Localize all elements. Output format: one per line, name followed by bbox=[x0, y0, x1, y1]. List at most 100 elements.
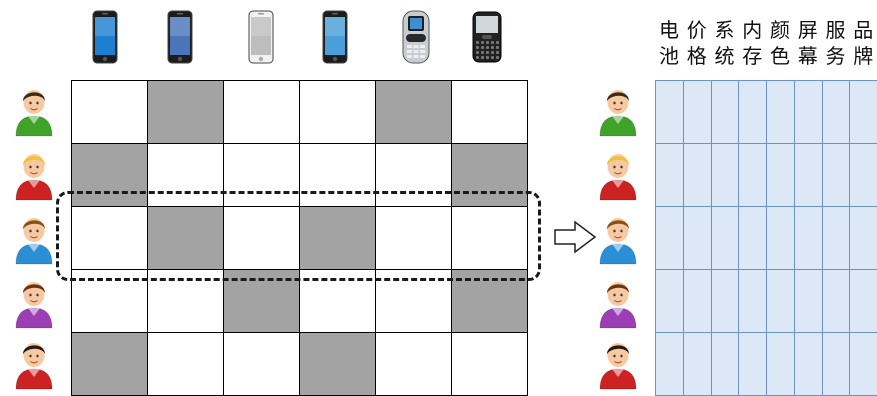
feature-cell bbox=[738, 143, 767, 207]
user-icon bbox=[598, 213, 638, 265]
user-item-matrix bbox=[71, 80, 528, 396]
matrix-cell-empty bbox=[375, 332, 452, 396]
smartphone-icon bbox=[167, 10, 193, 64]
user-icon bbox=[598, 277, 638, 329]
feature-cell bbox=[821, 269, 851, 333]
matrix-cell-empty bbox=[451, 332, 528, 396]
feature-label: 系统 bbox=[711, 17, 739, 69]
user-icon bbox=[598, 149, 638, 201]
feature-cell bbox=[821, 206, 851, 270]
matrix-cell-empty bbox=[71, 80, 148, 144]
feature-label-line-1: 系 bbox=[714, 18, 735, 42]
feature-label: 颜色 bbox=[766, 17, 794, 69]
feature-cell bbox=[710, 269, 740, 333]
feature-cell bbox=[821, 332, 851, 396]
feature-cell bbox=[655, 143, 684, 207]
feature-cell bbox=[849, 143, 877, 207]
feature-label-line-2: 统 bbox=[714, 44, 735, 68]
matrix-cell-empty bbox=[451, 206, 528, 270]
feature-label-line-1: 内 bbox=[742, 18, 763, 42]
matrix-cell-filled bbox=[375, 80, 452, 144]
feature-cell bbox=[710, 206, 740, 270]
feature-cell bbox=[738, 206, 767, 270]
smartphone-icon bbox=[322, 10, 348, 64]
feature-label-line-2: 牌 bbox=[853, 44, 874, 68]
feature-label-line-2: 存 bbox=[742, 44, 763, 68]
feature-label: 品牌 bbox=[849, 17, 877, 69]
feature-label: 电池 bbox=[655, 17, 683, 69]
matrix-cell-empty bbox=[375, 206, 452, 270]
feature-cell bbox=[682, 206, 712, 270]
matrix-cell-empty bbox=[299, 80, 376, 144]
user-icon bbox=[598, 85, 638, 137]
feature-cell bbox=[821, 143, 851, 207]
feature-label-line-2: 格 bbox=[686, 44, 707, 68]
user-feature-grid bbox=[655, 80, 877, 396]
blackberry-phone-icon bbox=[472, 10, 502, 64]
matrix-cell-filled bbox=[299, 206, 376, 270]
feature-cell bbox=[710, 332, 740, 396]
matrix-cell-empty bbox=[147, 143, 224, 207]
user-icon bbox=[14, 338, 54, 390]
feature-label-line-1: 电 bbox=[659, 18, 679, 42]
feature-cell bbox=[766, 143, 795, 207]
feature-cell bbox=[766, 206, 795, 270]
user-icon bbox=[598, 338, 638, 390]
feature-cell bbox=[793, 206, 823, 270]
matrix-cell-empty bbox=[223, 332, 300, 396]
smartphone-icon bbox=[248, 10, 274, 64]
feature-phone-icon bbox=[400, 10, 430, 64]
feature-cell bbox=[849, 269, 877, 333]
feature-cell bbox=[738, 332, 767, 396]
feature-cell bbox=[655, 269, 684, 333]
matrix-cell-empty bbox=[451, 80, 528, 144]
feature-cell bbox=[793, 80, 823, 144]
feature-label-line-1: 颜 bbox=[770, 18, 790, 42]
user-icon bbox=[14, 277, 54, 329]
feature-label-line-1: 品 bbox=[853, 18, 874, 42]
feature-cell bbox=[682, 80, 712, 144]
feature-label: 屏幕 bbox=[794, 17, 822, 69]
matrix-cell-empty bbox=[223, 206, 300, 270]
feature-cell bbox=[738, 269, 767, 333]
feature-cell bbox=[655, 80, 684, 144]
selected-row-highlight bbox=[56, 191, 541, 281]
matrix-cell-filled bbox=[451, 143, 528, 207]
feature-cell bbox=[682, 143, 712, 207]
feature-cell bbox=[682, 332, 712, 396]
feature-cell bbox=[682, 269, 712, 333]
feature-label-line-2: 色 bbox=[770, 44, 790, 68]
feature-cell bbox=[849, 332, 877, 396]
feature-cell bbox=[655, 332, 684, 396]
feature-cell bbox=[793, 332, 823, 396]
feature-label: 内存 bbox=[738, 17, 766, 69]
feature-label: 价格 bbox=[683, 17, 711, 69]
matrix-cell-filled bbox=[299, 332, 376, 396]
matrix-cell-empty bbox=[223, 80, 300, 144]
user-icon bbox=[14, 149, 54, 201]
feature-cell bbox=[793, 269, 823, 333]
feature-label-line-1: 价 bbox=[686, 18, 707, 42]
feature-label-line-2: 池 bbox=[659, 44, 679, 68]
feature-label: 服务 bbox=[822, 17, 850, 69]
matrix-cell-filled bbox=[147, 80, 224, 144]
feature-cell bbox=[821, 80, 851, 144]
feature-cell bbox=[849, 206, 877, 270]
feature-label-line-2: 幕 bbox=[797, 44, 818, 68]
feature-label-line-1: 服 bbox=[825, 18, 846, 42]
matrix-cell-empty bbox=[147, 332, 224, 396]
feature-cell bbox=[849, 80, 877, 144]
feature-label-line-2: 务 bbox=[825, 44, 846, 68]
feature-cell bbox=[710, 143, 740, 207]
feature-cell bbox=[793, 143, 823, 207]
user-icon bbox=[14, 85, 54, 137]
user-icon bbox=[14, 213, 54, 265]
matrix-cell-filled bbox=[71, 332, 148, 396]
feature-cell bbox=[738, 80, 767, 144]
feature-cell bbox=[710, 80, 740, 144]
feature-cell bbox=[655, 206, 684, 270]
feature-label-line-1: 屏 bbox=[797, 18, 818, 42]
smartphone-icon bbox=[92, 10, 118, 64]
feature-cell bbox=[766, 332, 795, 396]
right-arrow-icon bbox=[554, 220, 597, 254]
